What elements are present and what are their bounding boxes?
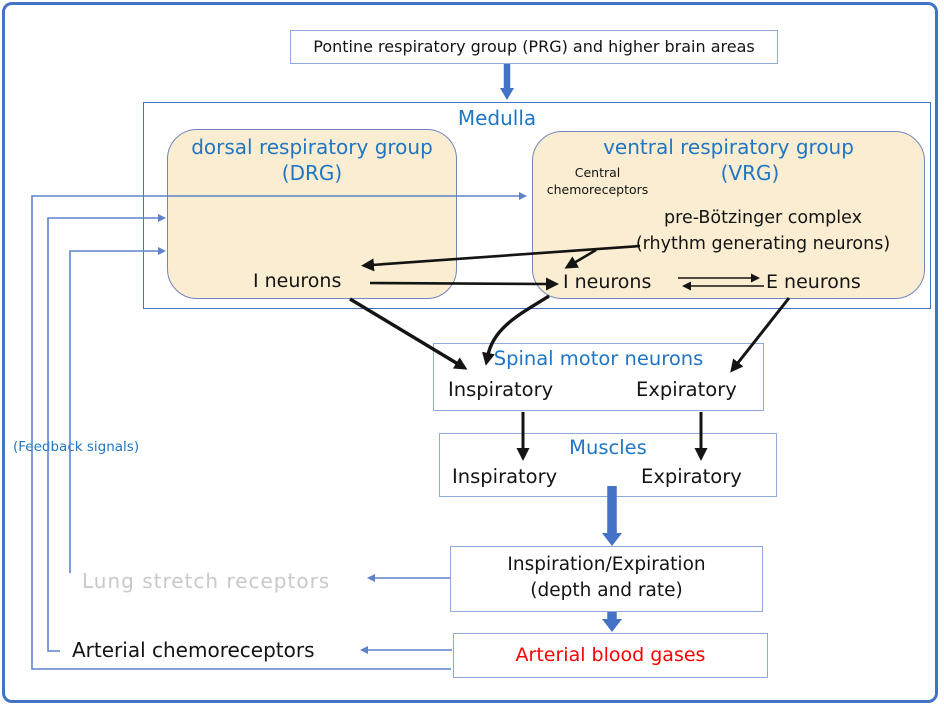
- central-chemoreceptors-line2: chemoreceptors: [546, 182, 649, 197]
- vrg-title-line1: ventral respiratory group: [603, 135, 854, 159]
- muscles-title: Muscles: [569, 436, 647, 459]
- arterial-chemoreceptors-label: Arterial chemoreceptors: [72, 638, 315, 662]
- muscles-inspiratory-label: Inspiratory: [452, 465, 558, 488]
- lung-stretch-receptors-label: Lung stretch receptors: [82, 569, 331, 593]
- drg-title-line1: dorsal respiratory group: [191, 135, 433, 159]
- inspiration-expiration-line1: Inspiration/Expiration: [507, 554, 706, 575]
- prebotzinger-line1: pre-Bötzinger complex: [664, 208, 862, 228]
- muscles-expiratory-label: Expiratory: [641, 465, 742, 488]
- drg-title-line2: (DRG): [281, 161, 343, 185]
- spinal-expiratory-label: Expiratory: [636, 378, 737, 401]
- prebotzinger-line2: (rhythm generating neurons): [635, 234, 891, 254]
- vrg-box: [532, 131, 925, 299]
- inspiration-expiration-line2: (depth and rate): [530, 580, 683, 601]
- inspiration-expiration-label: Inspiration/Expiration (depth and rate): [450, 552, 763, 604]
- drg-i-neurons-label: I neurons: [253, 270, 342, 292]
- prg-label: Pontine respiratory group (PRG) and high…: [313, 37, 755, 56]
- vrg-i-neurons-label: I neurons: [563, 271, 652, 293]
- central-chemoreceptors-line1: Central: [574, 165, 621, 180]
- central-chemoreceptors-label: Central chemoreceptors: [535, 164, 660, 198]
- medulla-label: Medulla: [457, 106, 537, 130]
- vrg-e-neurons-label: E neurons: [766, 271, 861, 293]
- spinal-title: Spinal motor neurons: [493, 347, 704, 370]
- vrg-title-line2: (VRG): [720, 161, 780, 185]
- arterial-blood-gases-label: Arterial blood gases: [515, 644, 706, 666]
- spinal-inspiratory-label: Inspiratory: [448, 378, 554, 401]
- prebotzinger-label: pre-Bötzinger complex (rhythm generating…: [597, 205, 929, 257]
- feedback-signals-label: (Feedback signals): [13, 439, 140, 455]
- prg-box: [290, 30, 778, 64]
